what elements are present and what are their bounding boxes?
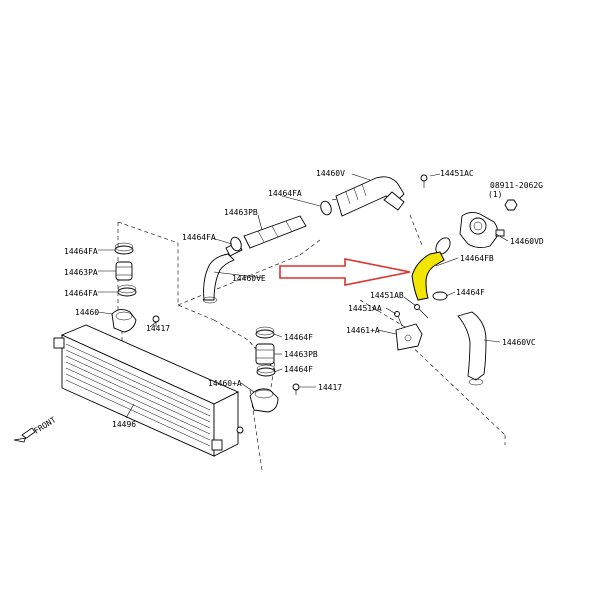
bolt-14451AA[interactable] [394, 311, 403, 327]
hose-14463PB-top[interactable] [243, 215, 307, 249]
clamp-14464FA-mid[interactable] [229, 236, 243, 253]
bolt-14417-center[interactable] [292, 383, 300, 395]
duct-14460[interactable] [111, 309, 137, 333]
label-08911-qty: (1) [488, 190, 502, 199]
clamp-14464FA-left-1[interactable] [114, 242, 134, 255]
highlighted-hose-14464FB[interactable] [411, 251, 445, 301]
clamp-14464FA-top[interactable] [319, 200, 333, 217]
label-14463PB-center: 14463PB [284, 350, 318, 359]
label-14460V: 14460V [316, 169, 345, 178]
clamp-14464F-right[interactable] [432, 291, 448, 301]
clamp-14464FA-left-2[interactable] [117, 284, 137, 297]
clamp-14464F-center-2[interactable] [256, 364, 276, 377]
bracket-14461A[interactable] [395, 323, 423, 351]
label-14460VD: 14460VD [510, 237, 544, 246]
callout-arrow [279, 258, 411, 286]
label-14451AB: 14451AB [370, 291, 404, 300]
label-14464F-center-1: 14464F [284, 333, 313, 342]
label-14464FA-left-1: 14464FA [64, 247, 98, 256]
label-14460VC: 14460VC [502, 338, 536, 347]
label-14463PA: 14463PA [64, 268, 98, 277]
label-14460A: 14460+A [208, 379, 242, 388]
part-labels: 14460V 14451AC 08911-2062G (1) 14464FA 1… [64, 169, 544, 429]
label-14417-left: 14417 [146, 324, 170, 333]
intercooler-14496[interactable] [53, 324, 244, 457]
label-14464FA-top: 14464FA [268, 189, 302, 198]
label-14417-center: 14417 [318, 383, 342, 392]
label-14460: 14460 [75, 308, 99, 317]
duct-14460A[interactable] [249, 388, 279, 413]
label-14460VE: 14460VE [232, 274, 266, 283]
label-14451AC: 14451AC [440, 169, 474, 178]
label-14463PB-top: 14463PB [224, 208, 258, 217]
label-14496: 14496 [112, 420, 136, 429]
hose-14463PB-center[interactable] [255, 343, 275, 365]
clamp-14464F-center-1[interactable] [255, 326, 275, 339]
throttle-housing-14460VD[interactable] [459, 211, 505, 249]
label-14451AA: 14451AA [348, 304, 382, 313]
label-14461A: 14461+A [346, 326, 380, 335]
hose-14463PA[interactable] [115, 261, 133, 281]
front-arrow-icon [13, 427, 36, 443]
label-14464F-center-2: 14464F [284, 365, 313, 374]
label-14464FA-left-2: 14464FA [64, 289, 98, 298]
duct-14460V[interactable] [335, 176, 405, 217]
bolt-14451AC[interactable] [420, 174, 428, 188]
front-label: FRONT [32, 415, 57, 435]
nut-08911[interactable] [504, 199, 518, 211]
hose-14460VC[interactable] [457, 311, 487, 386]
front-direction-indicator: FRONT [13, 415, 58, 443]
label-14464FB: 14464FB [460, 254, 494, 263]
bolt-14451AB[interactable] [414, 304, 429, 319]
label-14464F-right: 14464F [456, 288, 485, 297]
label-08911: 08911-2062G [490, 181, 543, 190]
label-leaders [97, 173, 509, 419]
label-14464FA-mid: 14464FA [182, 233, 216, 242]
